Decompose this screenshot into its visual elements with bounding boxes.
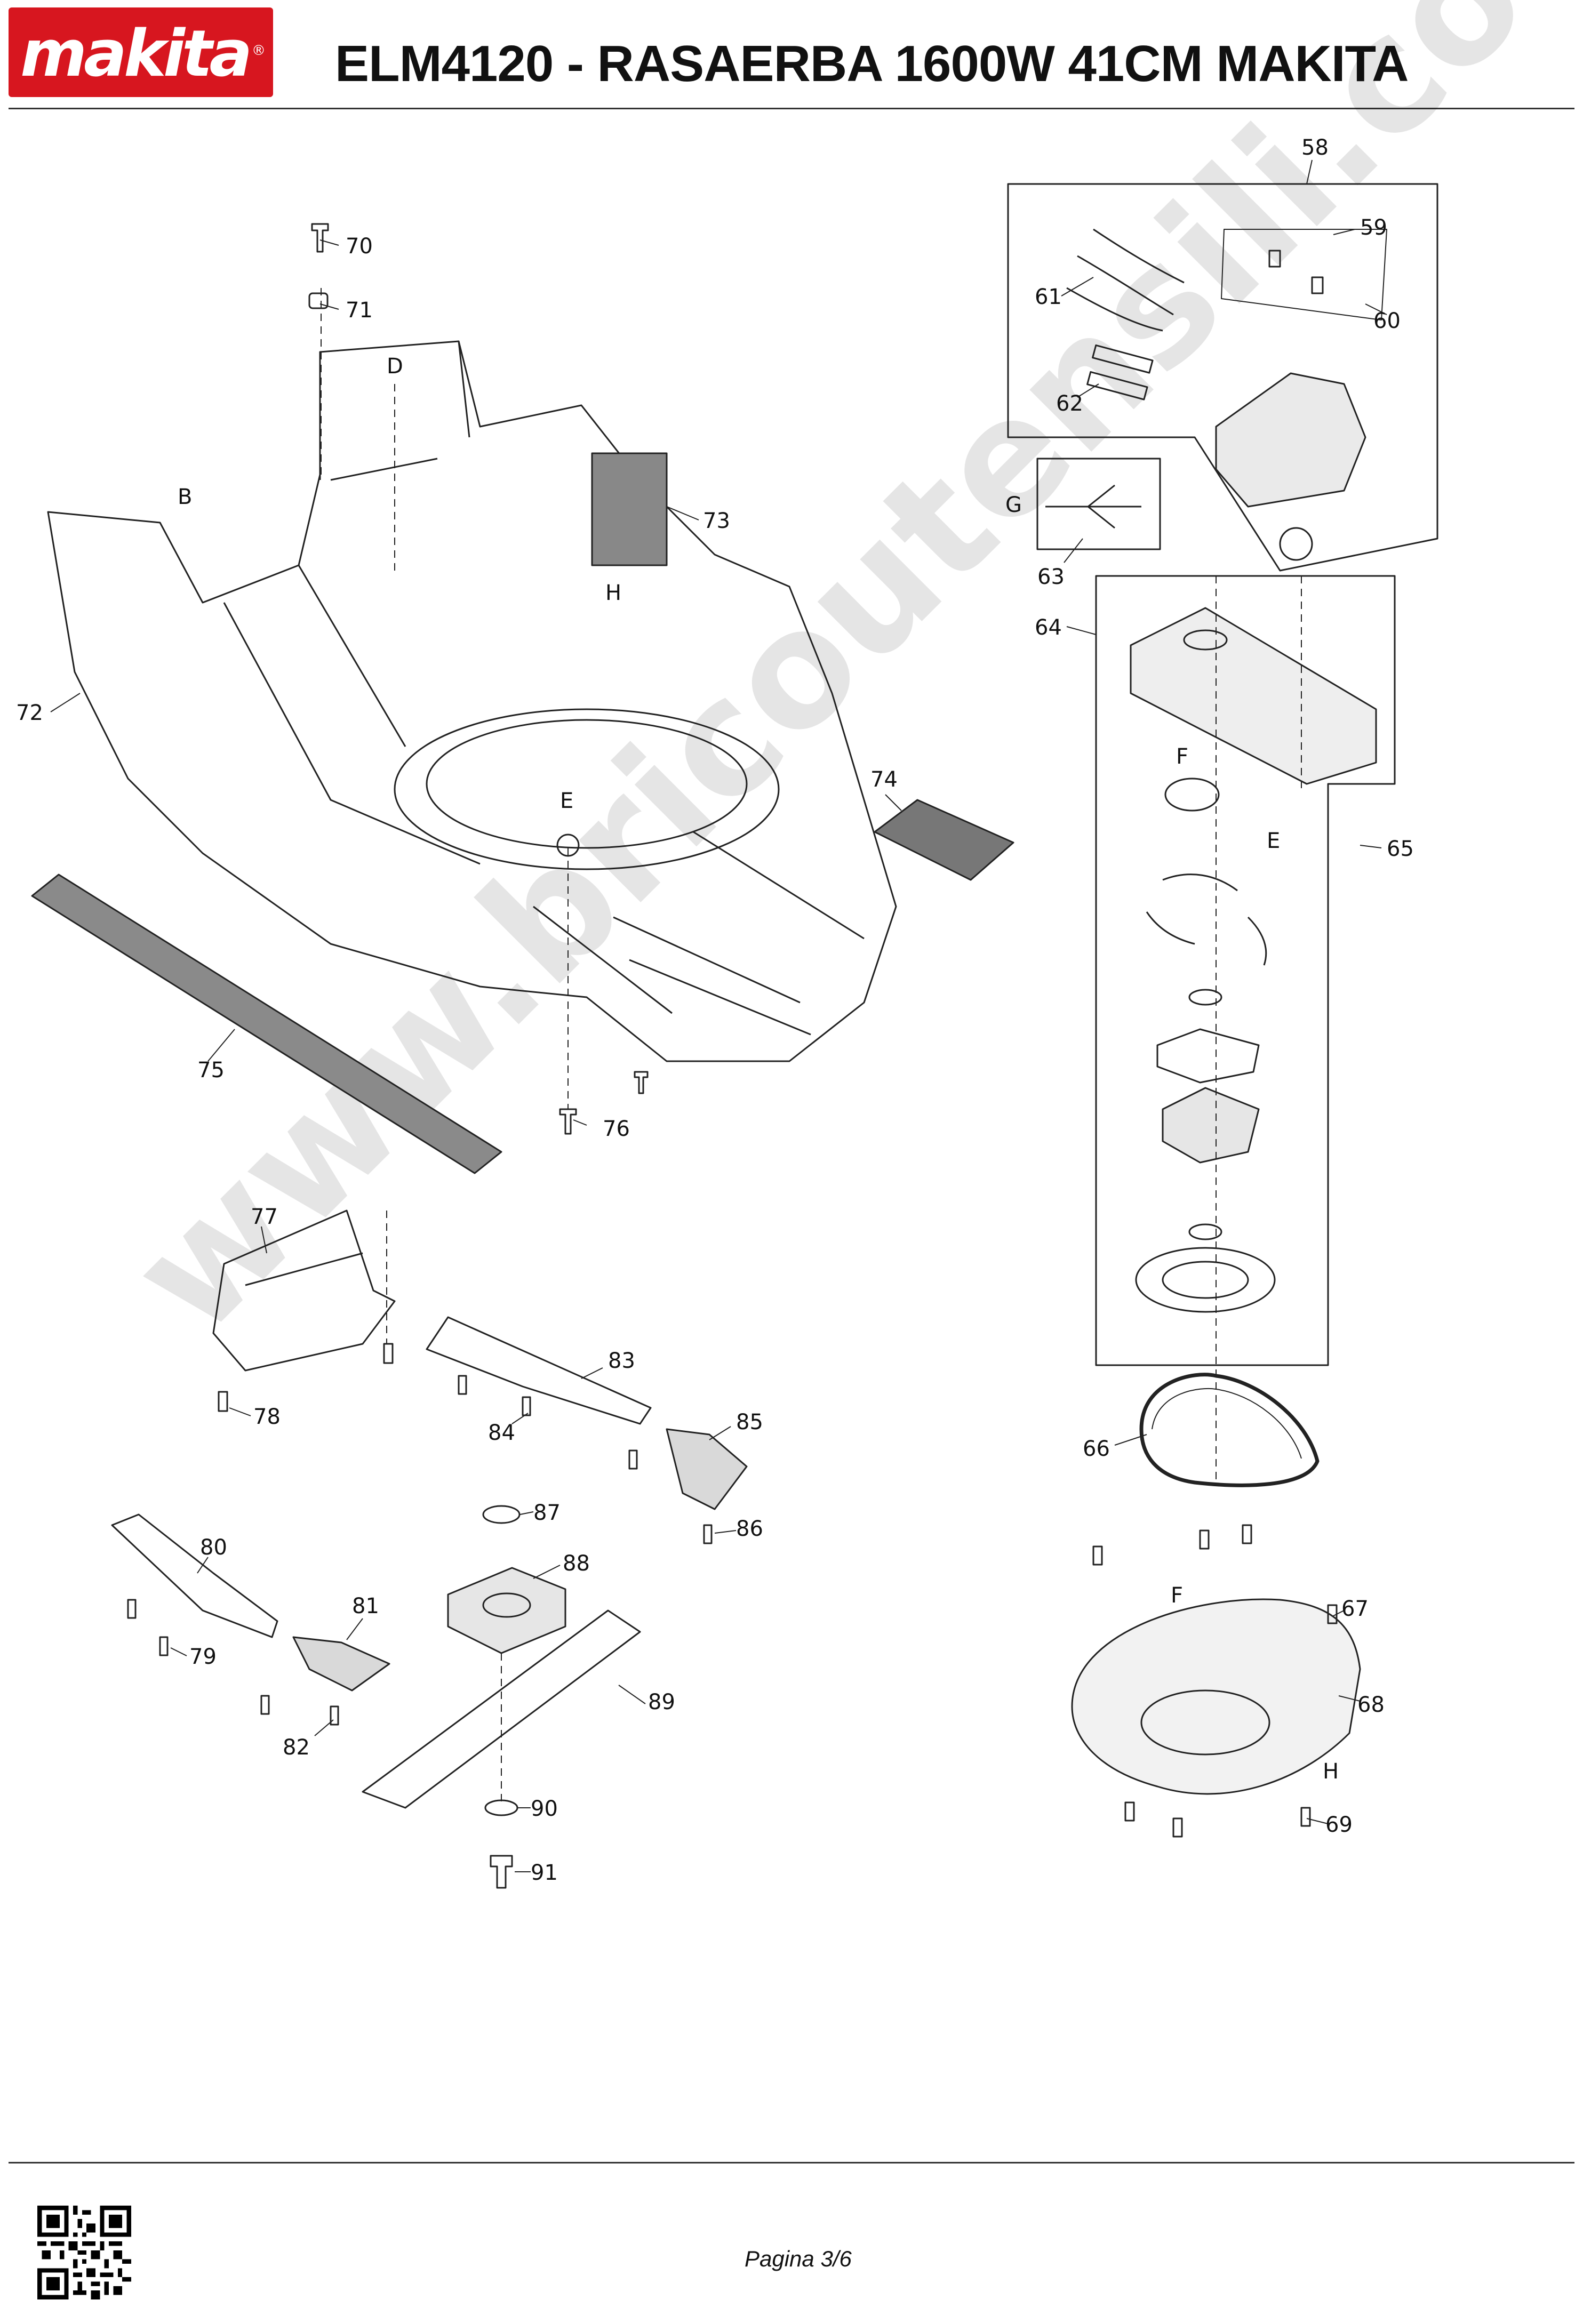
label-85: 85 [736,1410,763,1435]
lower-housing-68 [1071,1524,1361,1838]
part-labels: 58 59 60 61 62 63 64 65 66 67 68 69 70 7… [16,135,1414,1885]
page-number: Pagina 3/6 [745,2246,852,2271]
plate-80 [111,1513,278,1715]
label-66: 66 [1083,1437,1110,1461]
connector-box-63 [1036,458,1161,550]
label-78: 78 [253,1405,281,1429]
blade-adapter-88 [447,1567,566,1654]
ref-letter-g: G [1005,493,1022,517]
belt-axis-line [1216,576,1302,1482]
label-82: 82 [283,1735,310,1760]
logo-wordmark: makita [20,17,252,91]
ref-letter-h-housing: H [1323,1759,1339,1784]
washer-90 [484,1799,518,1816]
ref-letter-b: B [178,485,192,509]
bolt-91 [490,1855,513,1889]
label-80: 80 [200,1535,227,1560]
ref-letter-d: D [387,354,403,379]
leader-lines [50,159,1387,1872]
washer-87 [482,1505,521,1524]
label-65: 65 [1387,837,1414,861]
nut-71 [308,292,329,309]
blade-89 [362,1609,641,1809]
ref-letter-e-housing: E [1267,829,1280,853]
registered-mark: ® [252,43,266,59]
label-76: 76 [603,1117,630,1141]
label-74: 74 [870,767,898,792]
label-73: 73 [703,509,730,533]
gear-housing-box-64 [1095,575,1396,1366]
label-58: 58 [1301,135,1329,160]
label-62: 62 [1056,391,1083,416]
label-81: 81 [352,1594,379,1618]
label-67: 67 [1341,1597,1369,1621]
label-68: 68 [1357,1693,1385,1717]
bracket-85 [666,1428,748,1544]
foam-74 [874,799,1014,881]
label-60: 60 [1373,309,1401,333]
label-79: 79 [189,1645,217,1669]
reference-letters: B D E E E F F G H H [178,354,1339,1784]
label-59: 59 [1360,215,1387,240]
strip-75 [31,873,502,1174]
label-88: 88 [563,1551,590,1576]
ref-letter-f-lower: F [1171,1583,1183,1608]
motor-kit-box-58 [1007,183,1438,572]
label-72: 72 [16,701,43,725]
exploded-parts-diagram: 58 59 60 61 62 63 64 65 66 67 68 69 70 7… [16,135,1438,1889]
drive-belt-66 [1139,1373,1320,1487]
rear-flap-77 [212,1209,396,1412]
label-71: 71 [346,298,373,323]
screw-70 [311,223,329,253]
deck-reference-lines [321,288,569,1109]
label-69: 69 [1325,1813,1353,1837]
ref-letter-h-deck: H [605,581,621,605]
label-89: 89 [648,1690,675,1714]
label-91: 91 [531,1861,558,1885]
bracket-81 [292,1636,390,1726]
label-83: 83 [608,1349,635,1373]
label-87: 87 [533,1501,561,1525]
label-64: 64 [1035,615,1062,640]
screw-76 [559,1071,649,1135]
plate-83 [426,1316,652,1470]
label-77: 77 [251,1205,278,1229]
label-86: 86 [736,1517,763,1541]
ref-letter-f-upper: F [1176,744,1188,769]
label-90: 90 [531,1797,558,1821]
foam-73 [591,452,668,566]
qr-code [37,2206,131,2299]
label-70: 70 [346,234,373,259]
mower-deck-housing [47,340,897,1062]
label-63: 63 [1037,565,1065,589]
page-title: ELM4120 - RASAERBA 1600W 41CM MAKITA [335,35,1409,92]
ref-letter-e-deck: E [560,789,573,813]
label-84: 84 [488,1421,515,1445]
footer-divider [9,2162,1574,2163]
makita-logo: makita ® [9,7,273,97]
label-75: 75 [197,1058,225,1083]
label-61: 61 [1035,285,1062,309]
header-divider [9,108,1574,109]
